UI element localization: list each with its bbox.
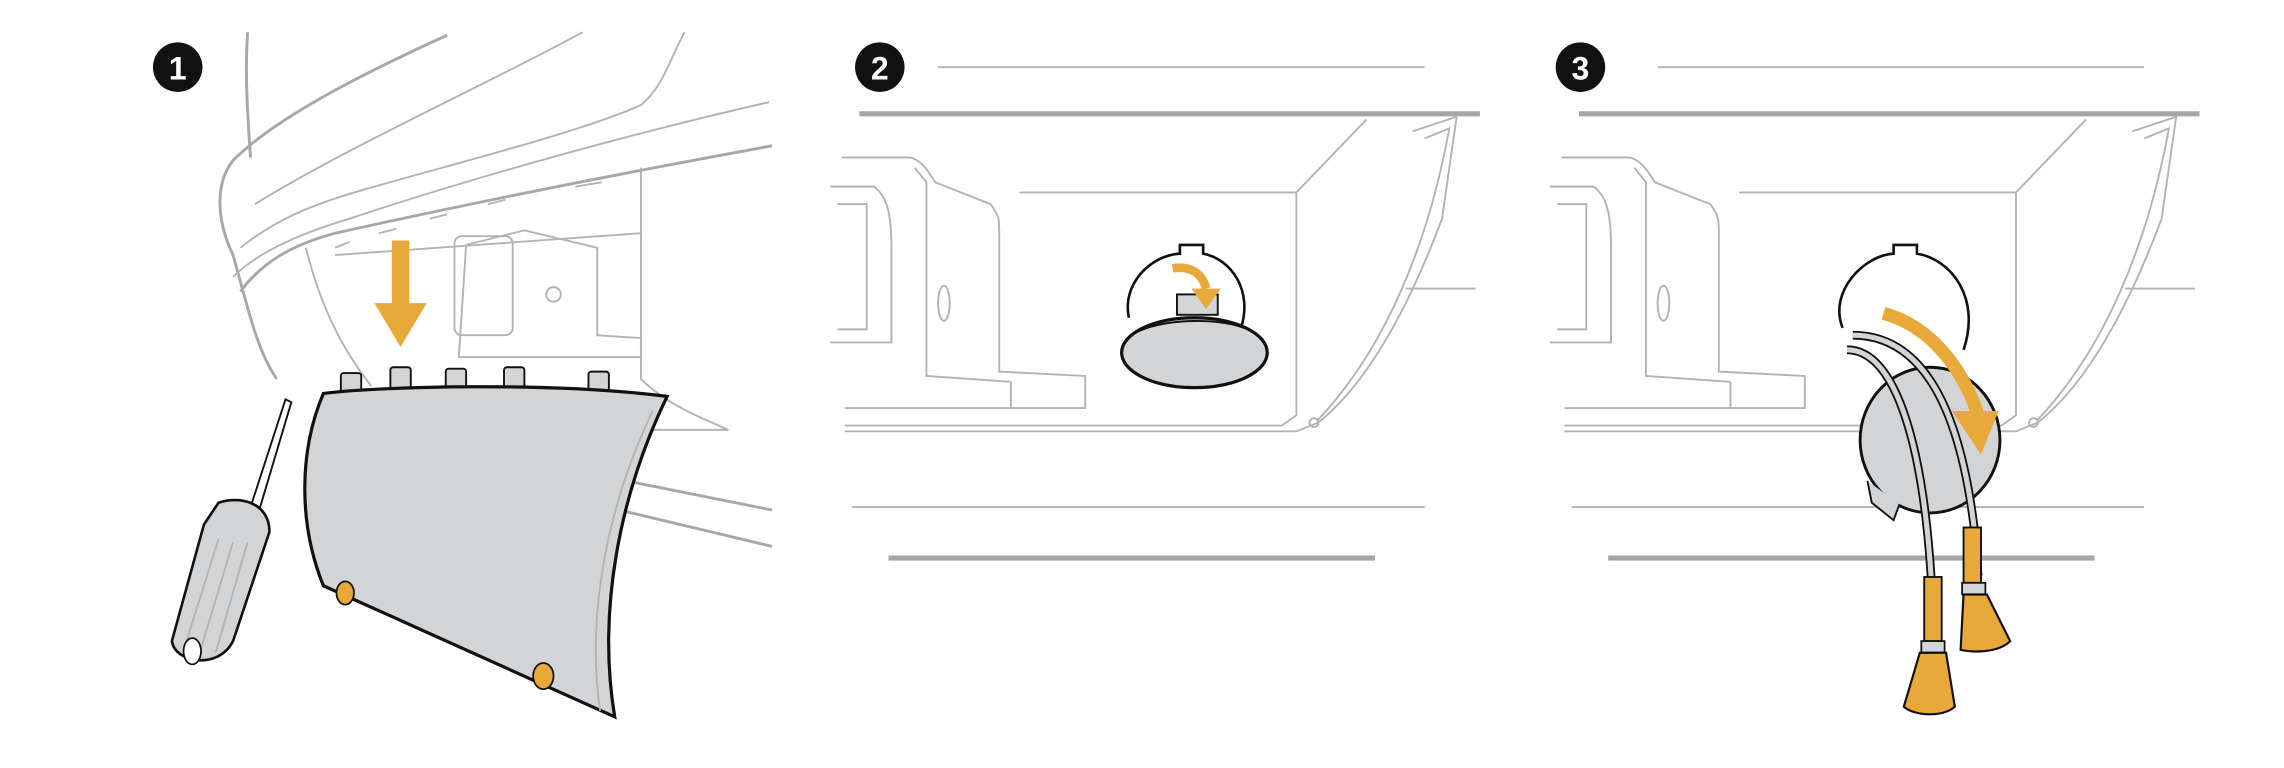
trim-panel <box>303 385 670 720</box>
panel-screw <box>335 580 355 606</box>
step-2-badge: 2 <box>855 42 905 92</box>
connector-plug <box>1902 576 1956 716</box>
panel-screw <box>532 662 555 691</box>
vehicle-underside <box>830 66 1480 561</box>
vehicle-bumper <box>218 31 773 548</box>
curved-arrow-icon <box>1881 307 1999 455</box>
step-2-illustration: 2 <box>830 42 1480 561</box>
step-number: 3 <box>1572 51 1590 87</box>
connector-plug <box>1959 526 2012 653</box>
step-3-badge: 3 <box>1555 42 1606 92</box>
down-arrow-icon <box>374 240 427 347</box>
step-1-illustration: 1 <box>152 31 773 720</box>
panel-clips <box>339 366 610 399</box>
connector-cables <box>1846 330 1983 642</box>
step-1-badge: 1 <box>152 42 203 92</box>
vehicle-underside <box>1549 66 2200 561</box>
curved-arrow-icon <box>1172 263 1221 309</box>
step-3-illustration: 3 <box>1549 42 2200 716</box>
screwdriver-icon <box>170 397 293 666</box>
step-number: 2 <box>871 51 889 87</box>
step-number: 1 <box>169 51 187 87</box>
port-cap <box>1120 293 1269 390</box>
charging-port-hole <box>1838 243 1970 351</box>
